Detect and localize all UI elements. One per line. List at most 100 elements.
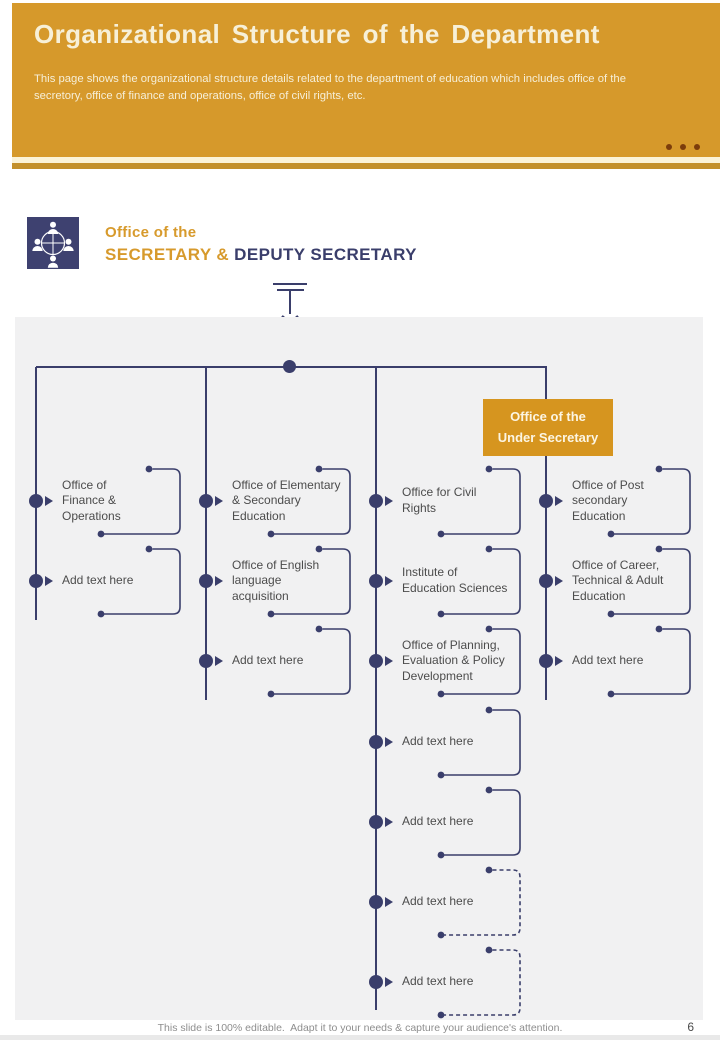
dot-icon (680, 144, 686, 150)
entry-arrow-icon (215, 656, 223, 666)
org-entry: Institute of Education Sciences (368, 541, 528, 621)
entry-node-icon (29, 494, 43, 508)
header-gap-strip (12, 157, 720, 163)
entry-bracket (267, 465, 351, 538)
entry-label-placeholder[interactable]: Add text here (402, 814, 474, 829)
org-entry: Office of Finance & Operations (28, 461, 188, 541)
entry-label: Office of Career, Technical & Adult Educ… (572, 557, 664, 603)
entry-bracket (267, 625, 351, 698)
entry-node-icon (199, 654, 213, 668)
entry-label-placeholder[interactable]: Add text here (402, 974, 474, 989)
page-title: Organizational Structure of the Departme… (34, 19, 600, 49)
entry-bracket (97, 465, 181, 538)
entry-arrow-icon (385, 977, 393, 987)
entry-node-icon (539, 494, 553, 508)
entry-node-icon (369, 735, 383, 749)
entry-label: Office of Finance & Operations (62, 477, 121, 523)
entry-node-icon (539, 654, 553, 668)
entry-node-icon (369, 975, 383, 989)
connector-node-icon (283, 360, 296, 373)
column-line (205, 367, 207, 700)
entry-bracket (437, 786, 521, 859)
org-entry: Office of English language acquisition (198, 541, 358, 621)
org-entry: Office for Civil Rights (368, 461, 528, 541)
entry-label-placeholder[interactable]: Add text here (572, 653, 644, 668)
org-entry: Add text here (28, 541, 188, 621)
org-people-network-icon (32, 221, 74, 268)
entry-label: Office of Post secondary Education (572, 477, 644, 523)
entry-bracket (607, 545, 691, 618)
entry-node-icon (369, 494, 383, 508)
org-entry: Add text here (538, 621, 698, 701)
equals-connector-icon (273, 283, 307, 285)
accent-strip (12, 163, 720, 169)
equals-connector-icon (277, 289, 304, 291)
entry-label-placeholder[interactable]: Add text here (232, 653, 304, 668)
entry-bracket-dashed (437, 946, 521, 1019)
entry-label: Office for Civil Rights (402, 485, 477, 515)
entry-node-icon (539, 574, 553, 588)
brand-pretitle: Office of the (105, 224, 197, 241)
entry-arrow-icon (385, 897, 393, 907)
entry-arrow-icon (385, 656, 393, 666)
brand-logo (27, 217, 79, 269)
entry-arrow-icon (385, 737, 393, 747)
connector-stub (289, 291, 291, 314)
entry-bracket (437, 625, 521, 698)
entry-arrow-icon (45, 496, 53, 506)
entry-label: Institute of Education Sciences (402, 565, 508, 595)
entry-arrow-icon (555, 576, 563, 586)
entry-bracket (267, 545, 351, 618)
entry-arrow-icon (385, 496, 393, 506)
entry-node-icon (369, 654, 383, 668)
entry-bracket (97, 545, 181, 618)
entry-arrow-icon (45, 576, 53, 586)
org-entry: Office of Career, Technical & Adult Educ… (538, 541, 698, 621)
entry-bracket (607, 465, 691, 538)
org-entry: Add text here (368, 942, 528, 1022)
column-line (545, 367, 547, 700)
header-banner: Organizational Structure of the Departme… (12, 3, 720, 157)
page-subtitle: This page shows the organizational struc… (34, 73, 626, 102)
entry-label: Office of Elementary & Secondary Educati… (232, 477, 341, 523)
entry-bracket (437, 706, 521, 779)
ellipsis-menu-icon[interactable] (666, 144, 700, 150)
entry-label: Office of English language acquisition (232, 557, 320, 603)
under-secretary-box: Office of the Under Secretary (483, 399, 613, 456)
entry-node-icon (199, 574, 213, 588)
entry-node-icon (369, 895, 383, 909)
footer-note: This slide is 100% editable. Adapt it to… (157, 1022, 563, 1034)
column-line (375, 367, 377, 1010)
dot-icon (694, 144, 700, 150)
org-entry: Office of Post secondary Education (538, 461, 698, 541)
brand-title-main: DEPUTY SECRETARY (234, 245, 417, 264)
brand-title: SECRETARY & DEPUTY SECRETARY (105, 245, 417, 265)
entry-label: Office of Planning, Evaluation & Policy … (402, 637, 505, 683)
org-entry: Add text here (198, 621, 358, 701)
entry-bracket-dashed (437, 866, 521, 939)
entry-node-icon (29, 574, 43, 588)
entry-label-placeholder[interactable]: Add text here (402, 894, 474, 909)
entry-bracket (437, 465, 521, 538)
org-entry: Office of Elementary & Secondary Educati… (198, 461, 358, 541)
entry-arrow-icon (555, 656, 563, 666)
entry-arrow-icon (215, 496, 223, 506)
entry-arrow-icon (555, 496, 563, 506)
entry-node-icon (199, 494, 213, 508)
column-line (35, 367, 37, 620)
page-number: 6 (687, 1020, 694, 1034)
entry-label-placeholder[interactable]: Add text here (62, 573, 134, 588)
bottom-edge-strip (0, 1035, 720, 1040)
dot-icon (666, 144, 672, 150)
entry-node-icon (369, 815, 383, 829)
entry-arrow-icon (385, 817, 393, 827)
entry-node-icon (369, 574, 383, 588)
entry-arrow-icon (215, 576, 223, 586)
org-entry: Office of Planning, Evaluation & Policy … (368, 621, 528, 701)
org-entry: Add text here (368, 862, 528, 942)
entry-arrow-icon (385, 576, 393, 586)
entry-bracket (437, 545, 521, 618)
entry-label-placeholder[interactable]: Add text here (402, 734, 474, 749)
org-entry: Add text here (368, 702, 528, 782)
